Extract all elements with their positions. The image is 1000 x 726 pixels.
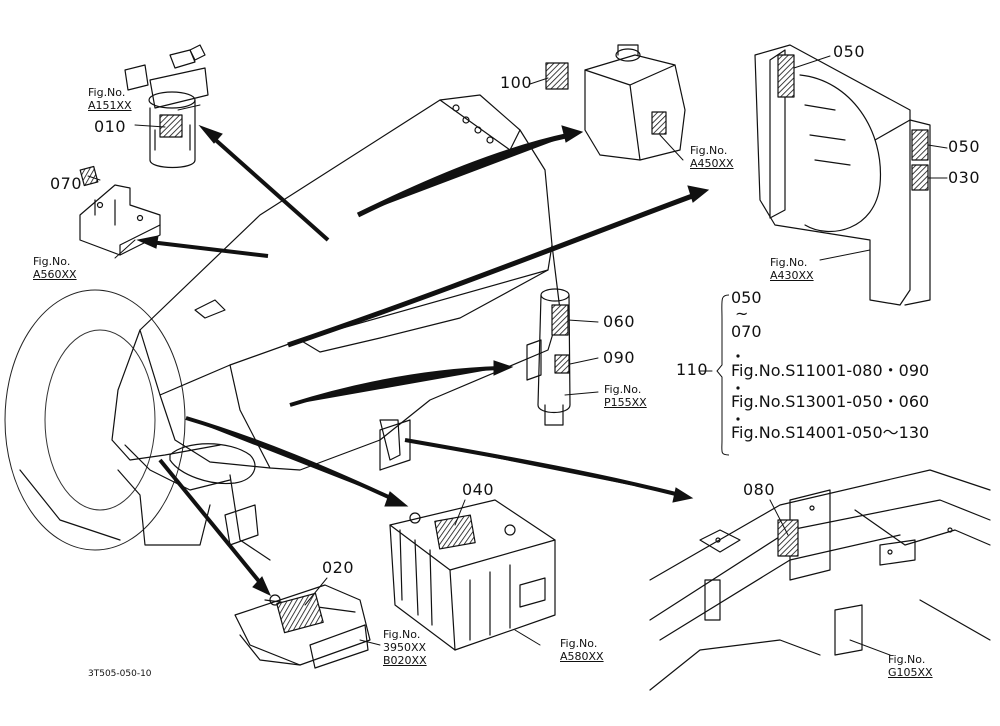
fig-ref-a580: Fig.No. A580XX xyxy=(560,637,604,663)
radiator-icon xyxy=(754,44,931,306)
reservoir-tank-icon xyxy=(545,44,686,161)
part-label-010: 010 xyxy=(94,117,127,136)
fig-ref-label: Fig.No. xyxy=(604,383,642,396)
fig-ref-code: A580XX xyxy=(560,650,604,663)
drawing-number: 3T505-050-10 xyxy=(88,669,152,679)
fig-ref-code: A450XX xyxy=(690,157,734,170)
part-label-040: 040 xyxy=(462,480,495,499)
fig-ref-g105: Fig.No. G105XX xyxy=(888,653,933,679)
reference-range-tilde: ~ xyxy=(735,304,749,323)
battery-icon xyxy=(389,499,556,651)
frame-icon xyxy=(649,469,991,691)
reference-s14001: Fig.No.S14001-050～130 xyxy=(731,423,930,442)
fig-ref-code: A560XX xyxy=(33,268,77,281)
part-label-060: 060 xyxy=(603,312,636,331)
reference-brace xyxy=(716,294,730,456)
reference-s13001: Fig.No.S13001-050・060 xyxy=(731,392,930,411)
fig-ref-code: 3950XX xyxy=(383,641,427,654)
fig-ref-a560: Fig.No. A560XX xyxy=(33,255,77,281)
part-label-050-top: 050 xyxy=(833,42,866,61)
pointer-arrows xyxy=(136,124,710,597)
part-label-070: 070 xyxy=(50,174,83,193)
fig-ref-a450: Fig.No. A450XX xyxy=(690,144,734,170)
tractor-wheel xyxy=(4,289,186,551)
fig-ref-a430: Fig.No. A430XX xyxy=(770,256,814,282)
fig-ref-code: B020XX xyxy=(383,654,427,667)
part-label-090: 090 xyxy=(603,348,636,367)
fig-ref-label: Fig.No. xyxy=(33,255,71,268)
fig-ref-p155: Fig.No. P155XX xyxy=(604,383,647,409)
fuel-filter-icon xyxy=(124,44,209,169)
part-label-020: 020 xyxy=(322,558,355,577)
fig-ref-label: Fig.No. xyxy=(560,637,598,650)
fig-ref-a151: Fig.No. A151XX xyxy=(88,86,132,112)
reference-dots xyxy=(736,354,740,421)
leader-lines xyxy=(87,55,948,656)
part-label-030: 030 xyxy=(948,168,981,187)
fig-ref-label: Fig.No. xyxy=(770,256,808,269)
fig-ref-label: Fig.No. xyxy=(88,86,126,99)
sensor-unit-icon xyxy=(526,288,571,426)
part-label-100: 100 xyxy=(500,73,533,92)
controller-icon xyxy=(234,584,371,669)
part-label-080: 080 xyxy=(743,480,776,499)
chassis-brackets xyxy=(224,419,411,546)
fig-ref-code: G105XX xyxy=(888,666,933,679)
part-label-050-side: 050 xyxy=(948,137,981,156)
part-label-110: 110 xyxy=(676,360,709,379)
fig-ref-code: A151XX xyxy=(88,99,132,112)
fig-ref-label: Fig.No. xyxy=(888,653,926,666)
fig-ref-code: A430XX xyxy=(770,269,814,282)
fig-ref-code: P155XX xyxy=(604,396,647,409)
fig-ref-b020: Fig.No. 3950XX B020XX xyxy=(383,628,427,667)
reference-range-end: 070 xyxy=(731,322,762,341)
fig-ref-label: Fig.No. xyxy=(383,628,421,641)
reference-range-start: 050 xyxy=(731,288,762,307)
reference-s11001: Fig.No.S11001-080・090 xyxy=(731,361,930,380)
fig-ref-label: Fig.No. xyxy=(690,144,728,157)
